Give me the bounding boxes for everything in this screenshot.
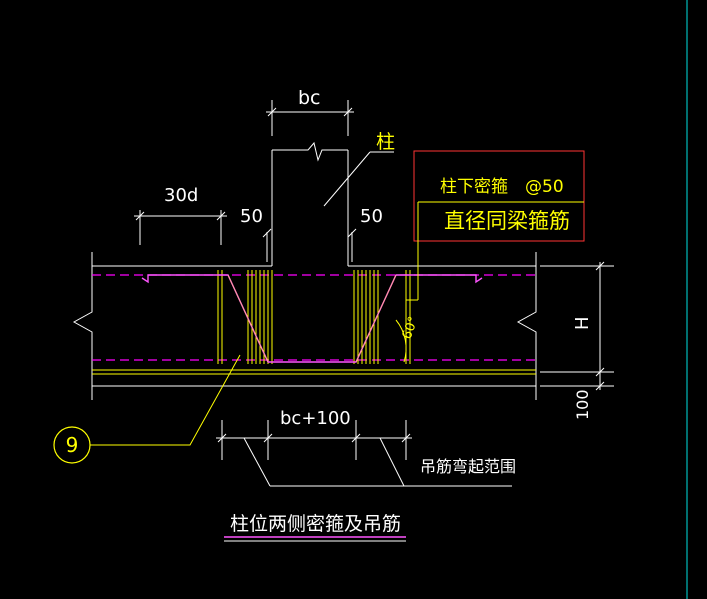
- label-50-right: 50: [360, 206, 383, 227]
- label-height: H: [572, 316, 593, 330]
- dimension-bc: [266, 100, 354, 136]
- label-hanger-range: 吊筋弯起范围: [420, 457, 516, 476]
- label-same-diameter: 直径同梁箍筋: [444, 209, 570, 233]
- callout-leader: [90, 354, 241, 446]
- dimension-30d: [134, 210, 227, 245]
- drawing-title: 柱位两侧密箍及吊筋: [230, 513, 401, 535]
- dimension-50-left: [262, 228, 272, 262]
- angle-arc: [395, 319, 407, 363]
- right-dense-stirrups: [353, 270, 411, 364]
- label-angle: 60°: [400, 315, 422, 342]
- dimension-50-right: [347, 228, 357, 262]
- label-100: 100: [573, 389, 592, 420]
- label-bc-plus-100: bc+100: [280, 408, 351, 429]
- label-50-left: 50: [240, 206, 263, 227]
- hanger-bar: [141, 274, 483, 363]
- label-bc: bc: [298, 87, 321, 109]
- dimension-bc-plus-100: [216, 420, 512, 487]
- left-dense-stirrups: [217, 270, 273, 364]
- label-30d: 30d: [164, 185, 198, 206]
- label-callout-number: 9: [66, 433, 79, 457]
- column-outline: [271, 141, 349, 266]
- label-column: 柱: [376, 131, 395, 153]
- note-box: [406, 150, 585, 301]
- beam-outline: [72, 252, 614, 400]
- dimension-H: [595, 261, 605, 391]
- label-dense-stirrup: 柱下密箍 @50: [440, 177, 564, 197]
- column-leader-line: [323, 151, 371, 207]
